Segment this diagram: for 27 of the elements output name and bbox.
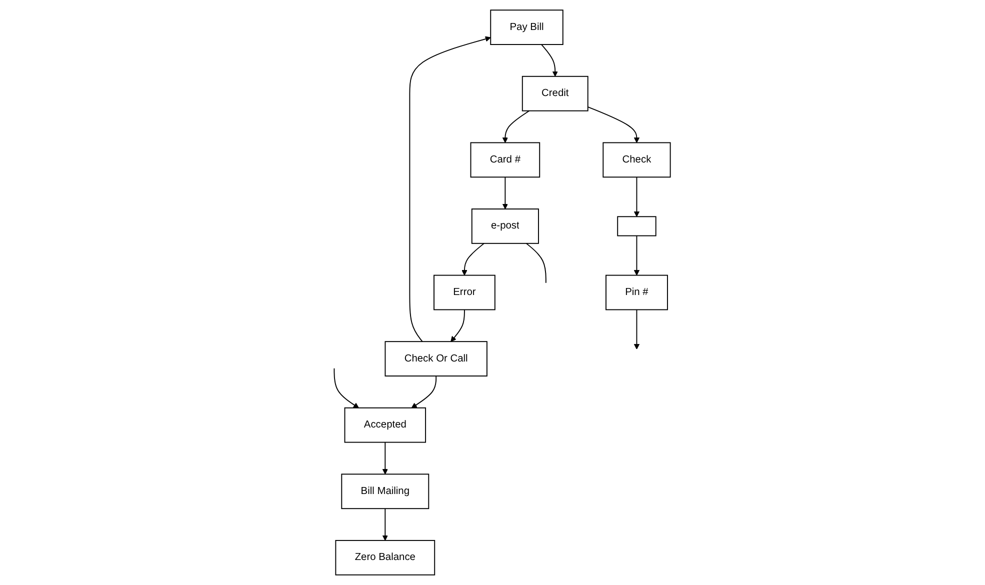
node-box	[616, 216, 656, 236]
arrow	[450, 309, 465, 342]
node-box: Accepted	[344, 407, 426, 443]
arrow	[634, 235, 640, 276]
arrow	[382, 442, 388, 474]
node-box: e-post	[471, 208, 539, 244]
arrow	[409, 36, 491, 342]
node-box: Check Or Call	[384, 341, 488, 376]
node-box: Error	[433, 274, 496, 310]
node-box: Pay Bill	[490, 10, 564, 45]
arrow	[334, 368, 359, 408]
arrow	[540, 44, 558, 77]
arrow	[634, 309, 640, 350]
node-box: Zero Balance	[335, 540, 435, 576]
arrow	[634, 176, 640, 217]
node-box: Card #	[470, 142, 540, 178]
arrow	[382, 508, 388, 541]
arrow	[411, 376, 436, 408]
node-box: Check	[602, 142, 671, 178]
arrow	[587, 106, 640, 143]
arrow	[502, 110, 530, 143]
arrow	[502, 176, 508, 210]
node-box: Pin #	[605, 274, 668, 310]
connector	[526, 242, 546, 284]
arrow	[461, 242, 484, 276]
node-box: Bill Mailing	[340, 474, 429, 510]
node-box: Credit	[522, 76, 588, 112]
